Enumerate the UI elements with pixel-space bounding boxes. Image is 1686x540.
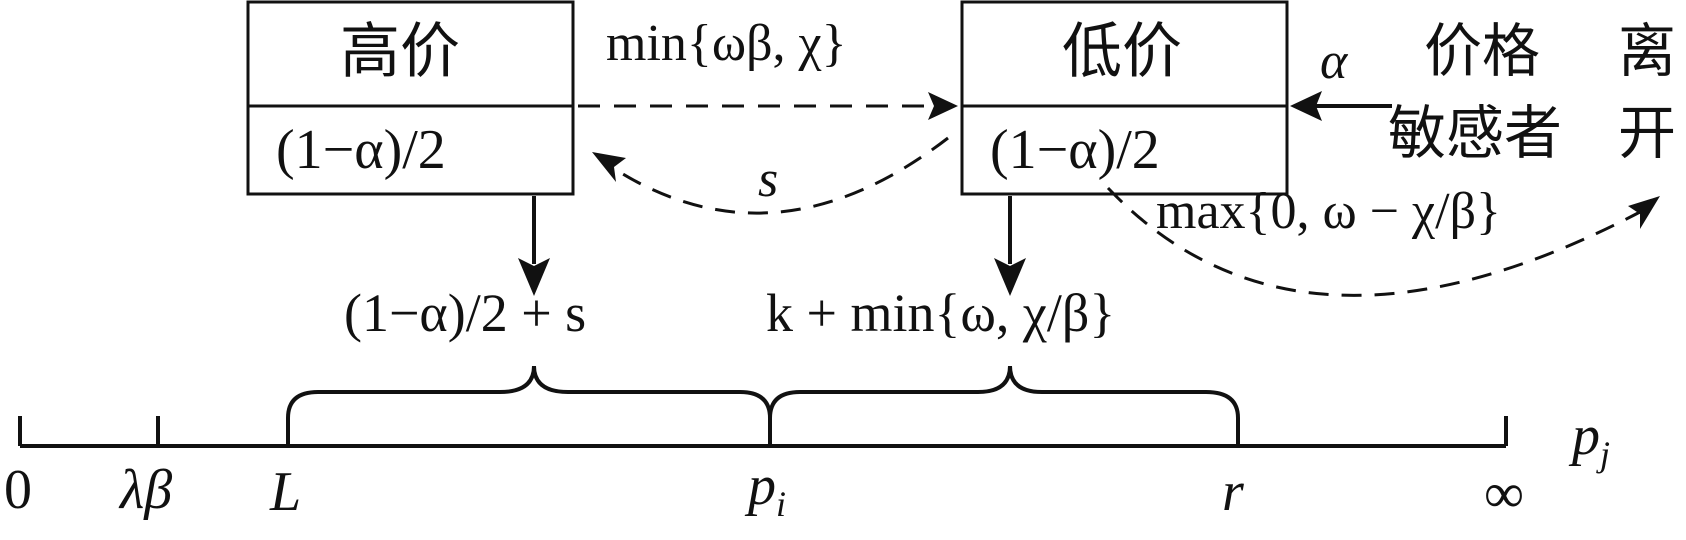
low-to-leave-arrowhead — [1628, 196, 1660, 229]
left-interval-label: (1−α)/2 + s — [344, 283, 587, 343]
high-price-title: 高价 — [340, 17, 460, 87]
axis-name: pj — [1572, 408, 1610, 472]
right-interval-brace — [768, 365, 1240, 446]
left-interval-brace — [286, 365, 772, 446]
high-price-box — [246, 0, 575, 196]
tick-label-r: r — [1222, 461, 1244, 523]
tick-label-zero: 0 — [4, 459, 32, 521]
leave-line2: 开 — [1618, 99, 1677, 167]
low-to-leave-label: max{0, ω − χ/β} — [1156, 183, 1501, 240]
low-to-high-label: s — [758, 151, 779, 208]
leave-line1: 离 — [1618, 17, 1677, 85]
tick-label-infinity: ∞ — [1484, 463, 1524, 525]
sensitive-to-low-arrowhead — [1290, 91, 1322, 121]
axis-name-main: p — [1572, 405, 1600, 467]
sensitive-in-label: α — [1320, 33, 1348, 90]
low-price-box — [960, 0, 1289, 196]
price-sensitive-line1: 价格 — [1424, 17, 1541, 85]
right-interval-label: k + min{ω, χ/β} — [766, 283, 1116, 343]
tick-label-L: L — [270, 461, 302, 523]
axis-name-sub: j — [1600, 434, 1611, 475]
high-to-low-arrowhead — [928, 92, 958, 120]
high-to-low-label: min{ωβ, χ} — [606, 15, 847, 72]
low-down-arrowhead — [994, 258, 1026, 296]
price-axis — [18, 416, 1508, 448]
high-price-share: (1−α)/2 — [276, 119, 446, 181]
low-price-share: (1−α)/2 — [990, 119, 1160, 181]
tick-label-pi: pi — [748, 458, 786, 522]
price-sensitive-line2: 敏感者 — [1388, 99, 1563, 167]
tick-label-pi-main: p — [748, 455, 776, 517]
tick-label-pi-sub: i — [776, 484, 787, 525]
low-to-leave-curve — [1106, 186, 1641, 297]
low-price-title: 低价 — [1062, 17, 1182, 87]
high-down-arrowhead — [518, 258, 550, 296]
low-to-high-arrowhead — [592, 152, 626, 182]
tick-label-lambda-beta: λβ — [120, 459, 173, 521]
